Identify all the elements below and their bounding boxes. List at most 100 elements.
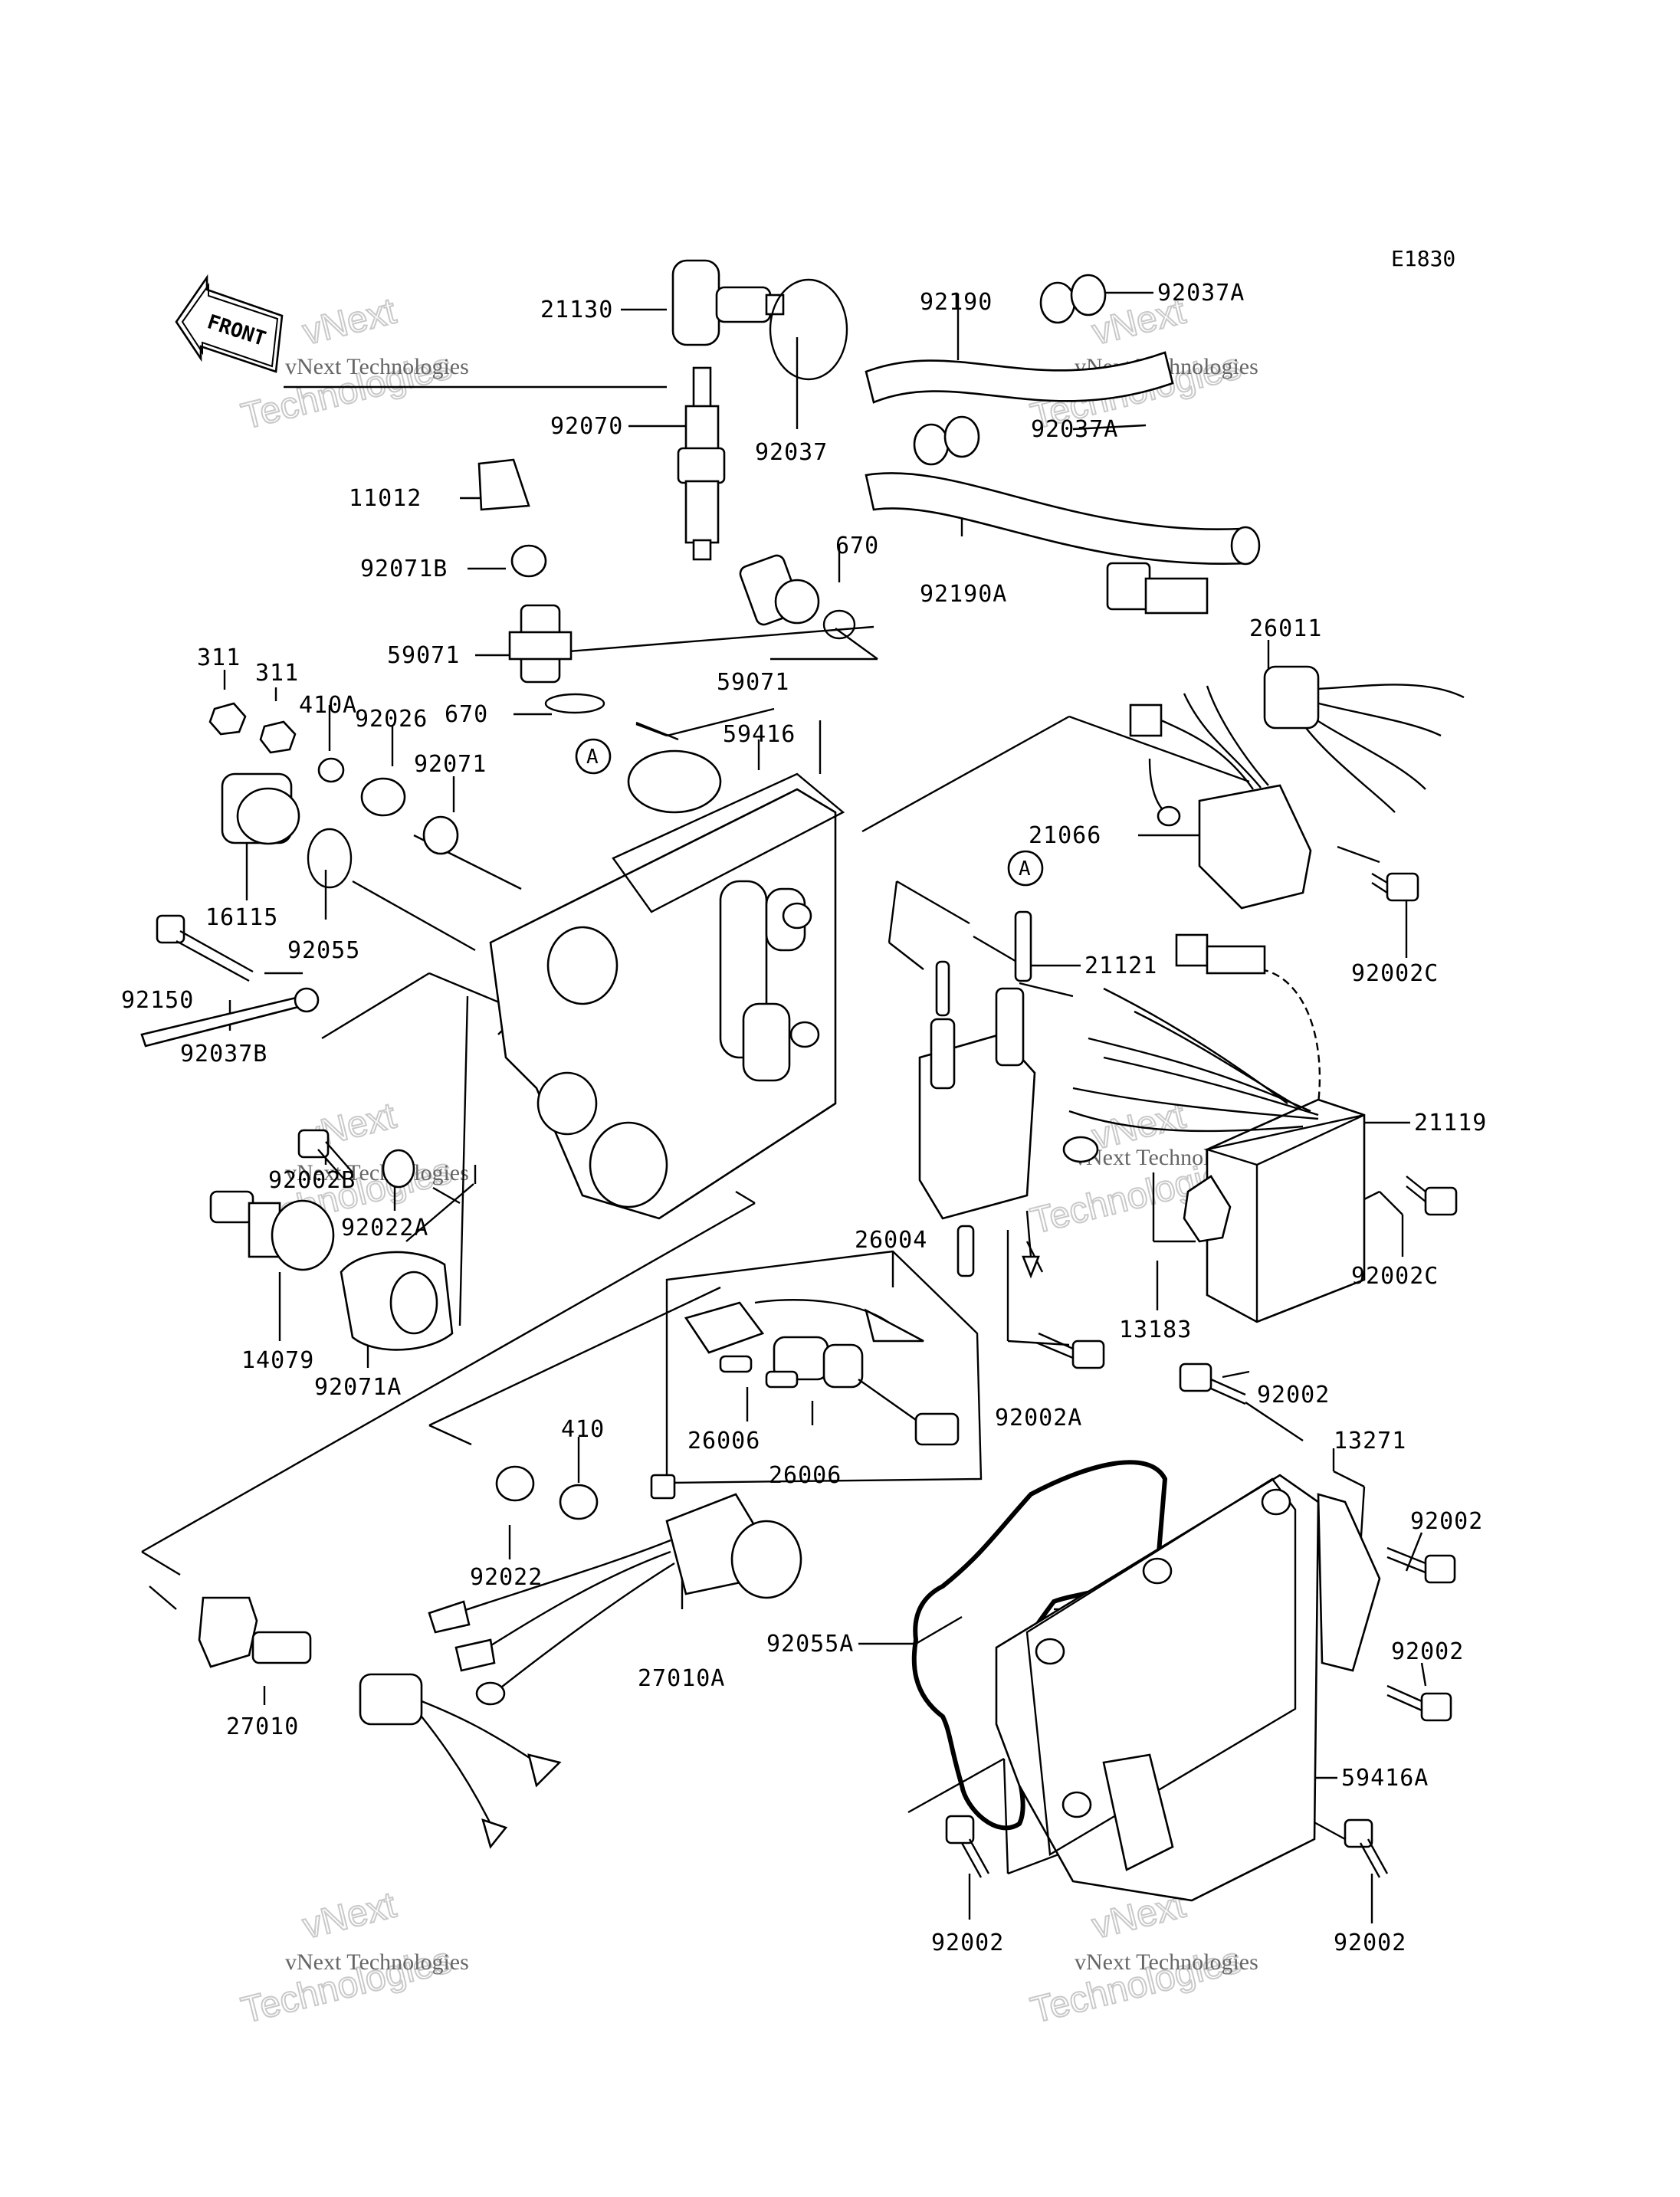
ignition-box-body-icon <box>489 749 845 1220</box>
kit-parts-icon <box>684 1299 960 1446</box>
hose-fitting-icon <box>209 1190 335 1271</box>
diagram-code: E1830 <box>1391 246 1455 271</box>
pin-icon <box>1014 910 1032 982</box>
washer-icon <box>495 1465 535 1502</box>
label-92026: 92026 <box>355 706 428 733</box>
watermark-small: vNext Technologies <box>1075 1949 1258 1975</box>
label-26006: 26006 <box>769 1462 842 1489</box>
sleeve-icon <box>340 1251 454 1351</box>
pin-icon <box>935 960 950 1017</box>
watermark-bottom-left: vNext Technologies vNext Technologies <box>237 1884 469 2032</box>
ref-marker-label: A <box>1019 857 1031 880</box>
label-92022: 92022 <box>470 1564 543 1591</box>
spark-plug-icon <box>677 366 726 561</box>
cover-icon <box>995 1474 1320 1902</box>
label-16115: 16115 <box>205 904 278 931</box>
label-92002: 92002 <box>931 1930 1004 1956</box>
front-arrow-icon: FRONT <box>175 274 284 373</box>
label-92002B: 92002B <box>268 1167 356 1194</box>
label-21119: 21119 <box>1414 1110 1487 1136</box>
bolt-icon <box>1386 1684 1452 1722</box>
sensor-icon <box>198 1596 562 1849</box>
label-410A: 410A <box>299 692 357 719</box>
washer-icon <box>382 1149 415 1189</box>
o-ring-icon <box>822 609 856 640</box>
label-92190: 92190 <box>920 289 993 316</box>
bolt-icon <box>297 1129 353 1181</box>
label-92002C: 92002C <box>1351 960 1439 987</box>
label-26006: 26006 <box>687 1428 760 1454</box>
label-92002: 92002 <box>1391 1638 1464 1665</box>
o-ring-icon <box>544 693 605 714</box>
label-311: 311 <box>197 644 241 671</box>
cdi-box-icon <box>1062 933 1366 1323</box>
label-26011: 26011 <box>1249 615 1322 642</box>
label-92002: 92002 <box>1334 1930 1406 1956</box>
label-13183: 13183 <box>1119 1317 1192 1343</box>
bolt-icon <box>1344 1818 1389 1878</box>
label-92002A: 92002A <box>995 1405 1082 1431</box>
label-92190A: 92190A <box>920 581 1007 608</box>
label-670: 670 <box>445 701 488 728</box>
leader-lines <box>141 291 1427 1923</box>
watermark-small: vNext Technologies <box>285 1949 469 1975</box>
hose-clip-icon <box>913 415 980 466</box>
nut-icon <box>208 702 247 736</box>
label-92002: 92002 <box>1257 1382 1330 1408</box>
label-92002C: 92002C <box>1351 1263 1439 1290</box>
label-59071: 59071 <box>717 669 789 696</box>
watermark-small: vNext Technologies <box>285 354 469 379</box>
label-92071A: 92071A <box>314 1374 402 1401</box>
label-92037A: 92037A <box>1157 280 1245 307</box>
label-21130: 21130 <box>540 297 613 323</box>
label-92037A: 92037A <box>1031 416 1118 443</box>
grommet-icon <box>360 777 406 817</box>
watermark-line1: vNext <box>299 1885 400 1947</box>
label-59071: 59071 <box>387 642 460 669</box>
regulator-icon <box>1129 685 1312 910</box>
label-27010A: 27010A <box>638 1665 725 1692</box>
label-92055: 92055 <box>287 937 360 964</box>
label-59416A: 59416A <box>1341 1765 1429 1792</box>
label-92150: 92150 <box>121 987 194 1014</box>
ref-marker-a: A <box>575 738 612 775</box>
washer-icon <box>317 757 345 783</box>
connector-icon <box>1106 562 1465 813</box>
bolt-icon <box>1386 1546 1456 1584</box>
part-labels: 21130 92037 92190 92037A 92037A 92070 11… <box>121 280 1487 1956</box>
label-92037: 92037 <box>755 439 828 466</box>
grommet-icon <box>510 544 547 578</box>
label-27010: 27010 <box>226 1713 299 1740</box>
label-670: 670 <box>835 533 879 559</box>
grommet-icon <box>422 815 459 855</box>
plug-cap-icon <box>671 259 785 346</box>
hose-icon <box>865 351 1174 404</box>
kit-box-outline <box>665 1250 983 1484</box>
label-92002: 92002 <box>1410 1508 1483 1535</box>
plug-icon <box>221 772 300 845</box>
label-11012: 11012 <box>349 485 422 512</box>
cap-icon <box>477 458 530 511</box>
label-14079: 14079 <box>241 1347 314 1374</box>
o-ring-icon <box>307 828 353 889</box>
label-92071: 92071 <box>414 751 487 778</box>
label-13271: 13271 <box>1334 1428 1406 1454</box>
label-21121: 21121 <box>1084 953 1157 979</box>
ignition-coil-icon <box>918 987 1040 1279</box>
ref-marker-label: A <box>586 746 599 769</box>
bolt-icon <box>1179 1362 1246 1405</box>
label-92070: 92070 <box>550 413 623 440</box>
label-59416: 59416 <box>723 721 796 748</box>
label-92022A: 92022A <box>341 1215 428 1241</box>
fitting-icon <box>739 554 820 626</box>
ref-marker-a: A <box>1007 850 1044 887</box>
label-311: 311 <box>255 660 299 687</box>
hose-clip-icon <box>1039 274 1107 324</box>
fitting-icon <box>508 604 573 684</box>
watermark-small: vNext Technologies <box>285 1160 469 1185</box>
label-26004: 26004 <box>855 1227 927 1254</box>
label-410: 410 <box>561 1416 605 1443</box>
label-21066: 21066 <box>1029 822 1101 849</box>
nut-icon <box>259 720 297 754</box>
